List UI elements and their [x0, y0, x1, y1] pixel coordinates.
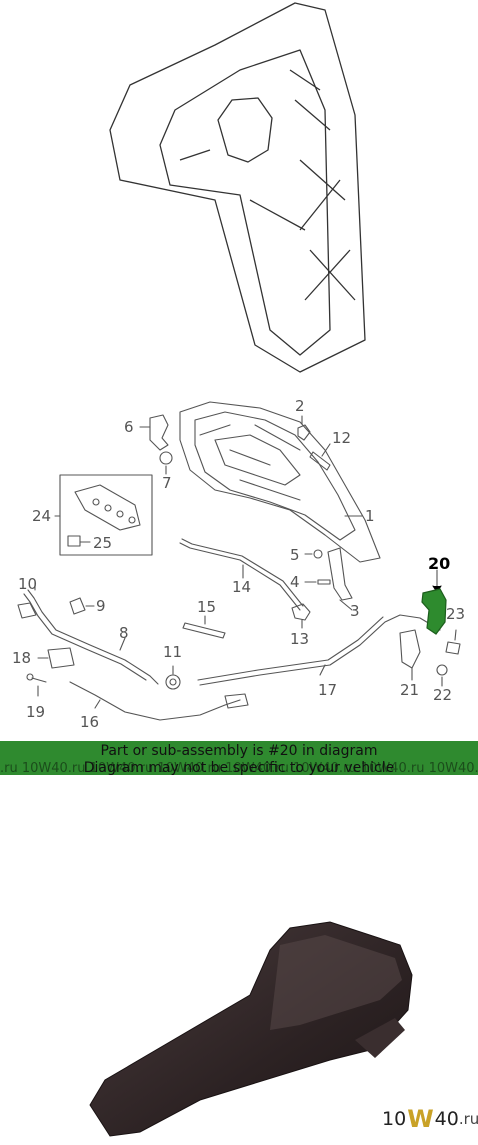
callout-4: 4 — [290, 573, 300, 591]
callout-23: 23 — [446, 605, 466, 623]
logo-w: W — [407, 1105, 434, 1133]
logo-number: 10 — [382, 1108, 407, 1130]
callout-1: 1 — [365, 507, 375, 525]
callout-2: 2 — [295, 397, 305, 415]
hood-insulator-illustration — [109, 2, 366, 373]
callout-9: 9 — [96, 597, 106, 615]
callout-18: 18 — [12, 649, 32, 667]
callout-12: 12 — [332, 429, 352, 447]
callout-10: 10 — [18, 575, 38, 593]
callout-3: 3 — [350, 602, 360, 620]
highlighted-part-20-shape — [421, 588, 447, 635]
callout-8: 8 — [119, 624, 129, 642]
callout-6: 6 — [124, 418, 134, 436]
hood-components-diagram — [17, 401, 461, 721]
banner-watermark: .ru 10W40.ru 10W40.ru 10W40.ru 10W40.ru … — [0, 761, 478, 775]
callout-16: 16 — [80, 713, 100, 731]
part-photo — [89, 921, 413, 1137]
callout-21: 21 — [400, 681, 420, 699]
banner-part-message: Part or sub-assembly is #20 in diagram — [100, 743, 378, 759]
callout-5: 5 — [290, 546, 300, 564]
callout-22: 22 — [433, 686, 453, 704]
callout-11: 11 — [163, 643, 183, 661]
callout-17: 17 — [318, 681, 338, 699]
site-logo: 10 W 40 .ru — [382, 1105, 478, 1133]
logo-suffix: 40 — [434, 1108, 459, 1130]
part-info-banner: .ru 10W40.ru 10W40.ru 10W40.ru 10W40.ru … — [0, 741, 478, 775]
callout-25: 25 — [93, 534, 113, 552]
logo-tld: .ru — [458, 1110, 478, 1128]
callout-14: 14 — [232, 578, 252, 596]
banner-disclaimer: Diagram may not be specific to your vehi… — [83, 760, 395, 775]
callout-7: 7 — [162, 474, 172, 492]
callout-20: 20 — [428, 554, 451, 573]
callout-13: 13 — [290, 630, 310, 648]
callout-24: 24 — [32, 507, 52, 525]
callout-19: 19 — [26, 703, 46, 721]
callout-15: 15 — [197, 598, 217, 616]
